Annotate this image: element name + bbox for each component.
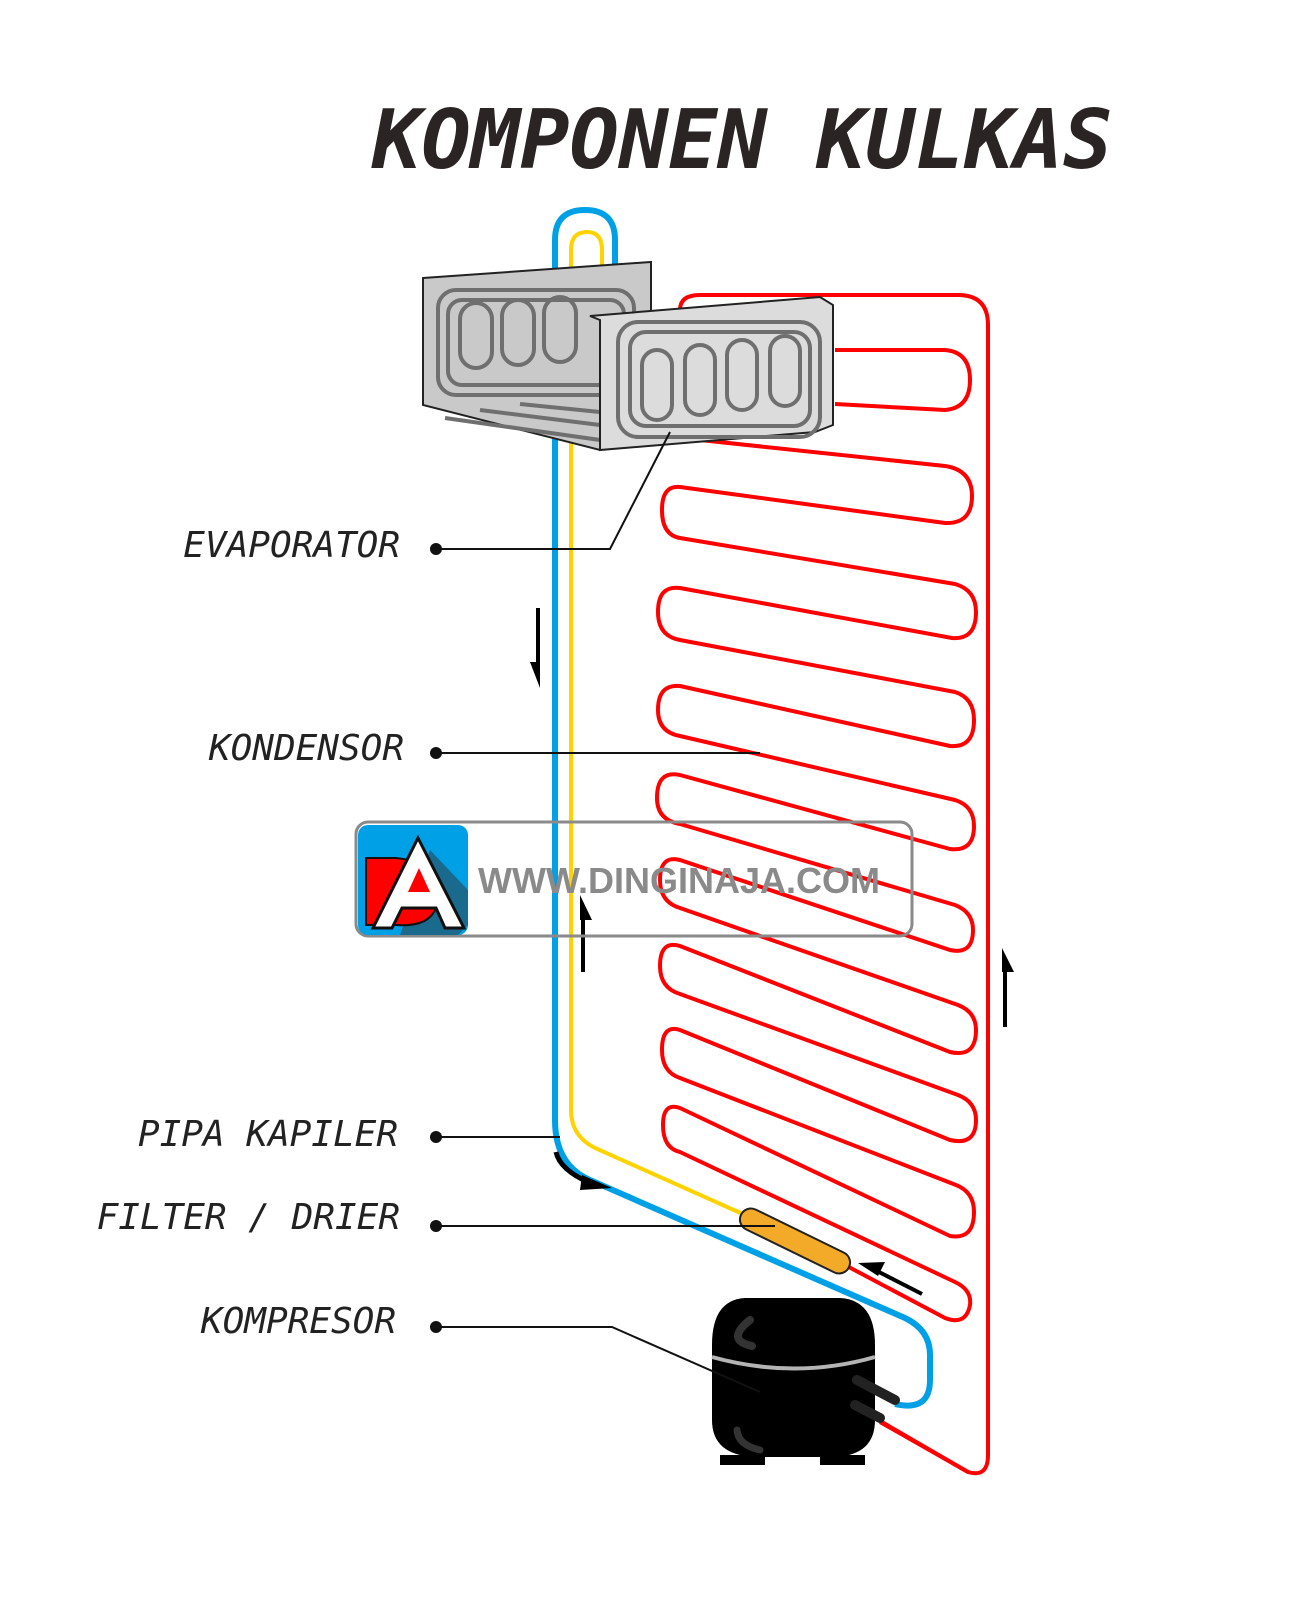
kondensor-dot [430,747,442,759]
watermark: WWW.DINGINAJA.COM [354,820,914,938]
evaporator-leader [436,431,671,550]
condenser-coil [655,293,990,1476]
evaporator [422,260,834,452]
compressor [711,1298,900,1465]
diagram-title: KOMPONEN KULKAS [371,93,1113,188]
label-pipa-kapiler: PIPA KAPILER [138,1114,398,1155]
label-evaporator: EVAPORATOR [183,525,400,566]
label-kondensor: KONDENSOR [208,728,404,769]
suction-pipe [552,206,933,1409]
watermark-url: WWW.DINGINAJA.COM [478,860,880,901]
pipa-kapiler-dot [430,1131,442,1143]
filter-drier [738,1207,852,1275]
label-kompresor: KOMPRESOR [200,1301,396,1342]
evaporator-dot [430,543,442,555]
filter-dot [430,1220,442,1232]
capillary-pipe [569,229,746,1217]
arrow-left-icon [874,1268,923,1296]
label-filter-drier: FILTER / DRIER [97,1197,400,1238]
discharge-line [873,1416,970,1474]
dinginaja-logo [358,825,468,935]
kompresor-dot [430,1321,442,1333]
flow-arrows [530,608,1014,1296]
kompresor-leader [436,1326,761,1393]
